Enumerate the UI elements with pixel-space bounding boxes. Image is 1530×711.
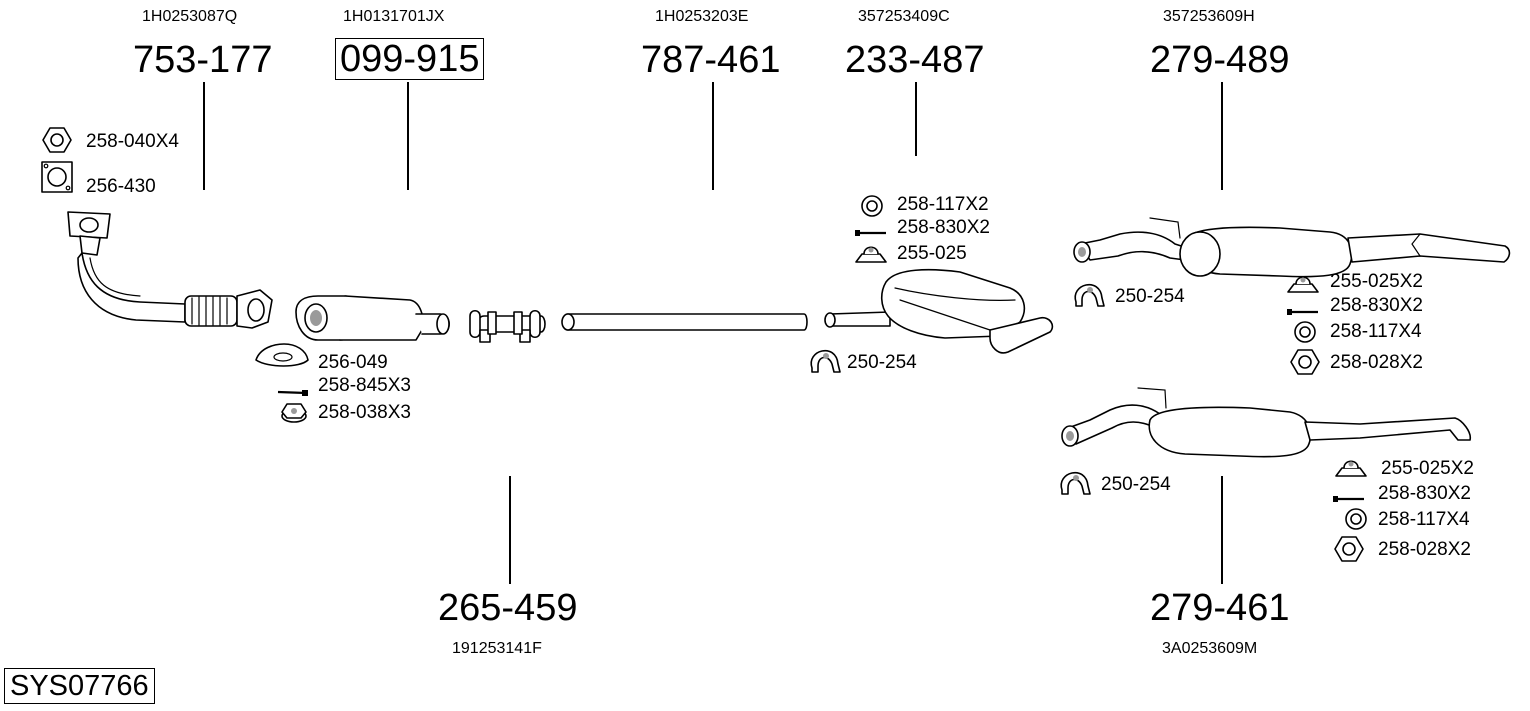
pipe-clamp-icon [810, 349, 841, 373]
rubber-mount-icon [1335, 460, 1367, 477]
flexible-bellows [184, 295, 238, 327]
rear-silencer-lower-drawing[interactable] [1061, 387, 1472, 458]
oem-number-front-pipe: 1H0253087Q [142, 8, 238, 25]
part-number-connector[interactable]: 265-459 [438, 587, 578, 629]
leader-line-middle-silencer [915, 82, 917, 156]
oem-number-connector: 191253141F [452, 640, 542, 657]
accessory-label-mount-025-rear-lower: 255-025X2 [1381, 458, 1474, 479]
bolt-icon [277, 390, 308, 396]
hex-nut-icon [1290, 349, 1320, 375]
front-pipe-drawing[interactable] [67, 211, 273, 329]
accessory-label-gasket-430: 256-430 [86, 176, 156, 197]
system-code-label: SYS07766 [4, 668, 155, 704]
rubber-mount-icon [855, 246, 887, 263]
gasket-icon [255, 343, 309, 367]
pipe-clamp-icon [1074, 283, 1105, 307]
part-number-front-pipe[interactable]: 753-177 [133, 39, 273, 81]
accessory-label-clamp-254-rear-lower: 250-254 [1101, 474, 1171, 495]
bolt-icon [1287, 309, 1318, 315]
accessory-label-nut-038: 258-038X3 [318, 402, 411, 423]
oem-number-rear-silencer-lower: 3A0253609M [1162, 640, 1258, 657]
accessory-label-nut-028-rear-upper: 258-028X2 [1330, 352, 1423, 373]
accessory-label-ring-117-rear-lower: 258-117X4 [1378, 509, 1470, 530]
flange-nut-icon [281, 403, 307, 423]
hex-nut-icon [42, 127, 72, 153]
part-number-catalyst[interactable]: 099-915 [335, 38, 485, 80]
sealing-ring-icon [1294, 321, 1316, 343]
accessory-label-bolt-830-rear-upper: 258-830X2 [1330, 295, 1423, 316]
oem-number-rear-silencer-upper: 357253609H [1163, 8, 1255, 25]
rubber-mount-icon [1287, 276, 1319, 293]
accessory-label-mount-025-rear-upper: 255-025X2 [1330, 271, 1423, 292]
leader-line-rear-silencer-lower [1221, 476, 1223, 584]
oem-number-catalyst: 1H0131701JX [343, 8, 445, 25]
accessory-label-mount-025-front: 255-025 [897, 243, 967, 264]
leader-line-connector [509, 476, 511, 584]
hex-nut-icon [1334, 536, 1364, 562]
leader-line-front-pipe [203, 82, 205, 190]
rear-silencer-upper-drawing[interactable] [1073, 217, 1511, 278]
bolt-icon [855, 230, 886, 236]
pipe-connector-drawing[interactable] [469, 309, 546, 343]
accessory-label-bolt-830-rear-lower: 258-830X2 [1378, 483, 1471, 504]
part-number-middle-pipe[interactable]: 787-461 [641, 39, 781, 81]
accessory-label-clamp-254-rear-upper: 250-254 [1115, 286, 1185, 307]
pipe-clamp-icon [1060, 471, 1091, 495]
part-number-rear-silencer-lower[interactable]: 279-461 [1150, 587, 1290, 629]
leader-line-catalyst [407, 82, 409, 190]
middle-silencer-drawing[interactable] [824, 268, 1054, 354]
leader-line-rear-silencer-upper [1221, 82, 1223, 190]
accessory-label-nut-028-rear-lower: 258-028X2 [1378, 539, 1471, 560]
middle-pipe-drawing[interactable] [561, 313, 808, 331]
catalytic-converter-drawing[interactable] [295, 295, 450, 341]
leader-line-middle-pipe [712, 82, 714, 190]
accessory-label-bolt-830-front: 258-830X2 [897, 217, 990, 238]
oem-number-middle-silencer: 357253409C [858, 8, 950, 25]
accessory-label-ring-117-rear-upper: 258-117X4 [1330, 321, 1422, 342]
accessory-label-gasket-049: 256-049 [318, 352, 388, 373]
bolt-icon [1333, 496, 1364, 502]
accessory-label-clamp-254-middle: 250-254 [847, 352, 917, 373]
oem-number-middle-pipe: 1H0253203E [655, 8, 749, 25]
sealing-ring-icon [1345, 508, 1367, 530]
part-number-rear-silencer-upper[interactable]: 279-489 [1150, 39, 1290, 81]
part-number-middle-silencer[interactable]: 233-487 [845, 39, 985, 81]
flange-gasket-icon [41, 161, 73, 193]
accessory-label-nut-040: 258-040X4 [86, 131, 179, 152]
accessory-label-ring-117-front: 258-117X2 [897, 194, 989, 215]
sealing-ring-icon [861, 195, 883, 217]
accessory-label-bolt-845: 258-845X3 [318, 375, 411, 396]
